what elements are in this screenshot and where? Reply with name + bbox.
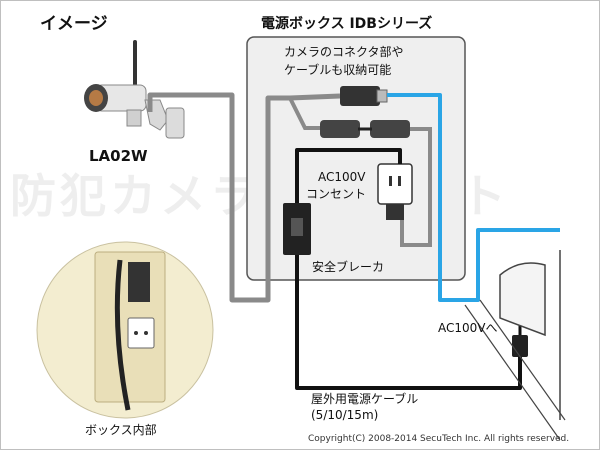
camera-mount-base (165, 107, 185, 139)
camera-illustration (84, 40, 185, 139)
house-wall (464, 250, 566, 441)
box-note-line2: ケーブルも収納可能 (284, 63, 392, 77)
breaker-switch (291, 218, 303, 236)
camera-connector-tip (376, 89, 388, 103)
inset-breaker (128, 262, 150, 302)
outlet-slot-right (398, 176, 401, 186)
camera-cable (147, 92, 341, 303)
breaker-label: 安全ブレーカ (312, 260, 385, 274)
camera-connector (340, 86, 380, 106)
camera-cable-branch (288, 97, 320, 130)
ac-label: AC100Vへ (438, 321, 498, 335)
camera-model-label: LA02W (89, 147, 148, 165)
outlet-slot-left (389, 176, 392, 186)
inset-label: ボックス内部 (85, 423, 157, 437)
breaker-to-outlet-cable (295, 148, 402, 203)
lan-cable (387, 93, 560, 302)
box-interior-inset (36, 241, 214, 419)
power-plug-right (370, 120, 410, 138)
adapter-cable (400, 127, 432, 247)
outdoor-power-cable (295, 255, 522, 390)
wall-slope (479, 299, 566, 421)
outlet-label-line2: コンセント (306, 187, 367, 201)
wall-slope-2 (464, 304, 561, 441)
camera-bracket (126, 109, 142, 127)
copyright-text: Copyright(C) 2008-2014 SecuTech Inc. All… (308, 434, 570, 444)
power-plug-left (320, 120, 360, 138)
ac-plug (512, 335, 528, 357)
outlet-plug (386, 204, 404, 220)
box-note-line1: カメラのコネクタ部や (284, 45, 404, 59)
cable-label-line1: 屋外用電源ケーブル (311, 392, 419, 406)
inset-outlet (127, 317, 155, 349)
cable-label-line2: (5/10/15m) (311, 408, 379, 422)
inset-cable (114, 259, 131, 411)
outlet-label-line1: AC100V (318, 170, 366, 184)
outdoor-outlet-cover (499, 262, 546, 337)
camera-lens (89, 90, 103, 106)
ac-outlet (377, 163, 413, 205)
power-box-title: 電源ボックス IDBシリーズ (261, 16, 433, 32)
title-label: イメージ (40, 14, 108, 34)
